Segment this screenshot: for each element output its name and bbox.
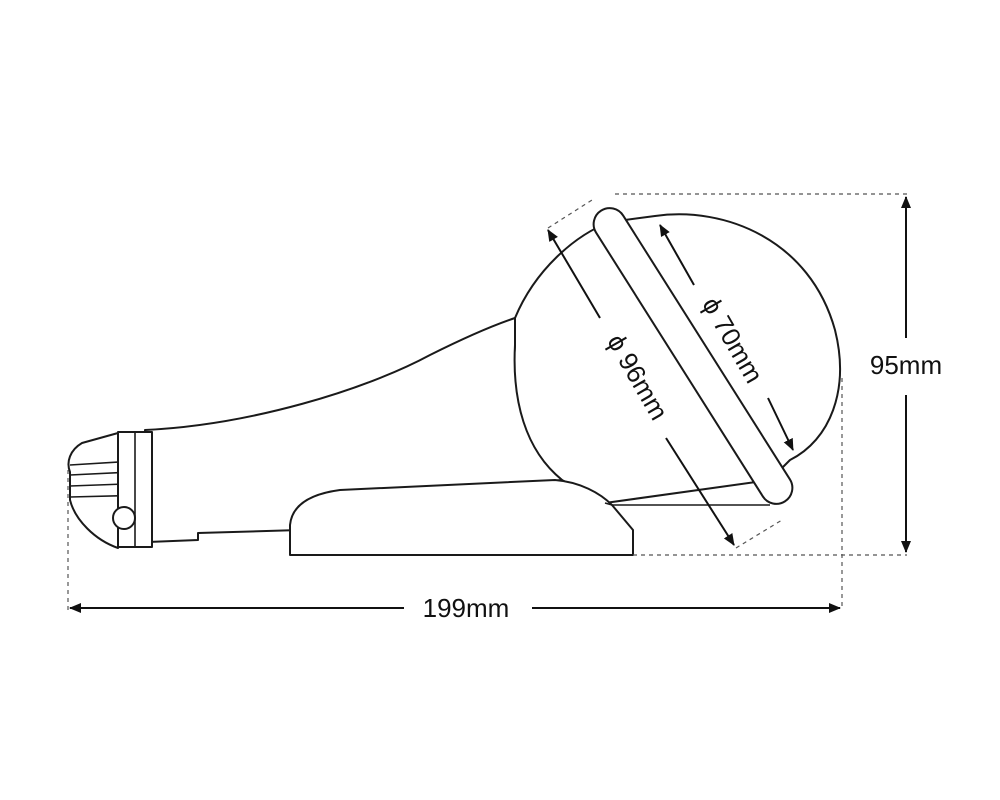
dimension-height: 95mm	[870, 196, 942, 553]
extension-lines	[67, 193, 907, 610]
face-bezel	[592, 207, 794, 505]
connector-tip	[67, 432, 119, 549]
clamp-screw	[112, 506, 136, 530]
base-stand	[289, 479, 634, 556]
base-ledge	[604, 502, 770, 506]
device-outline	[67, 207, 841, 556]
length-label: 199mm	[423, 593, 510, 623]
height-label: 95mm	[870, 350, 942, 380]
dimension-length: 199mm	[69, 593, 841, 623]
